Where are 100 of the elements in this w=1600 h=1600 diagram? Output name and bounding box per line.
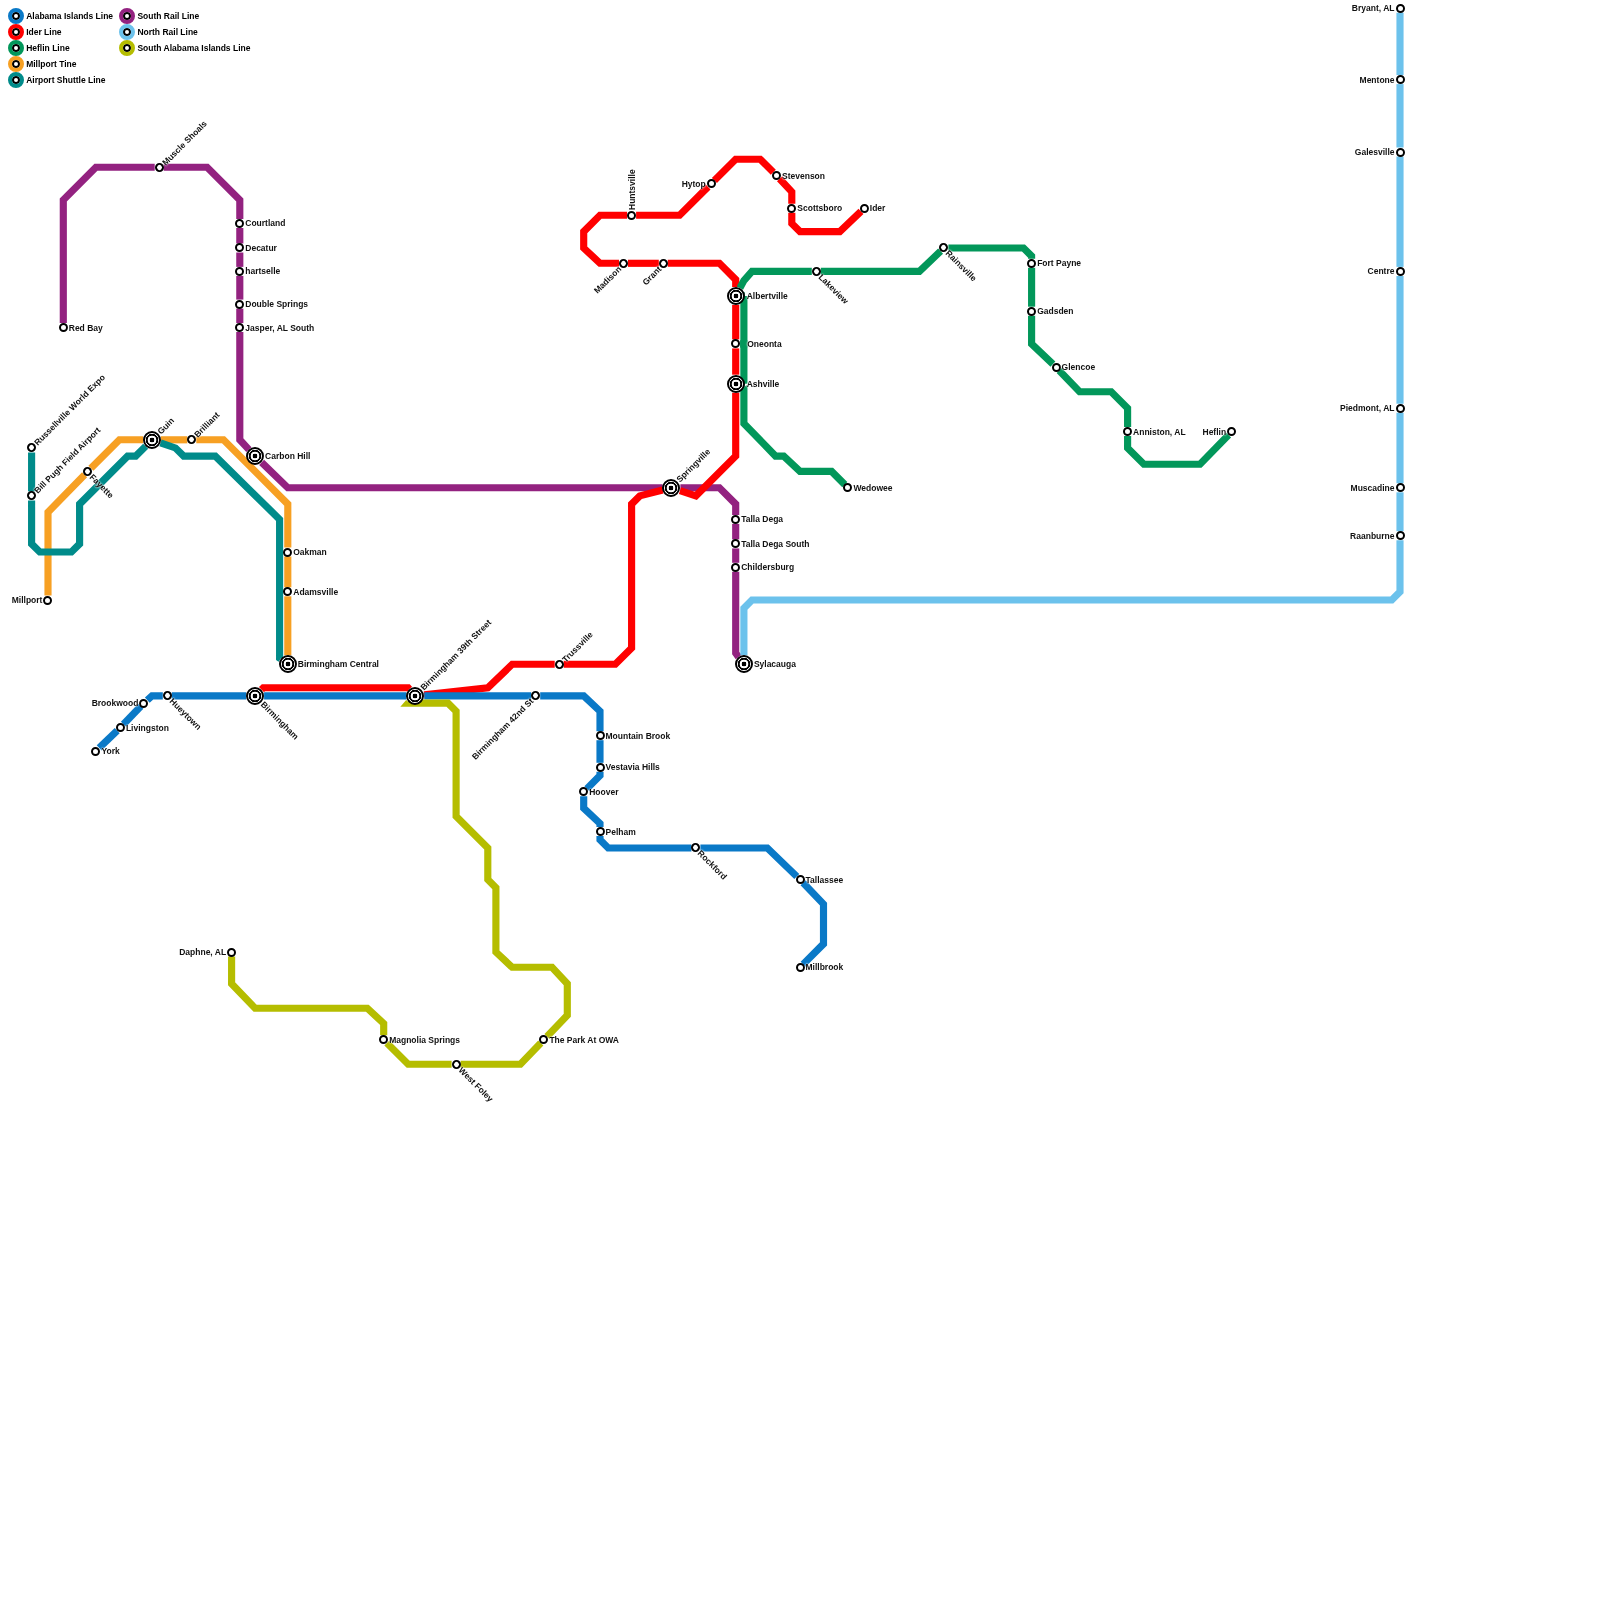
rail-line [1124,432,1232,468]
rail-line [59,163,155,324]
rail-line [196,436,292,548]
station-name: Hoover [589,787,619,797]
rail-line [236,252,244,267]
station-name: Mentone [1359,75,1395,84]
legend-label: Heflin Line [26,43,70,54]
rail-line [678,392,740,500]
station-name: Mountain Brook [605,731,671,740]
rail-line [732,548,740,563]
station-name: Courtland [245,219,286,228]
station-name: Vestavia Hills [605,763,660,772]
station-name: Red Bay [68,323,103,332]
rail-line [28,443,149,556]
station-name: Childersburg [741,563,795,572]
rail-line [171,692,247,700]
rail-line [236,332,252,453]
station-name: Livingston [125,723,169,732]
station-name: Gadsden [1037,306,1074,316]
station-name: Muscadine [1350,483,1395,492]
rail-line [28,452,36,492]
station-name: Decatur [245,243,277,253]
legend-label: North Rail Line [137,27,198,38]
rail-line [159,439,284,662]
rail-line [736,267,812,290]
rail-line [259,459,663,492]
station-name: Millport [11,595,43,605]
station-name: hartselle [245,267,281,276]
rail-line [284,596,292,656]
rail-line [680,484,740,515]
station-name: Anniston, AL [1133,427,1186,436]
rail-line [740,540,1404,656]
legend-label: Airport Shuttle Line [26,75,106,86]
station-name: Fort Payne [1037,259,1082,268]
station-name: Millbrook [805,963,844,972]
station-name: Pelham [605,827,636,836]
rail-line [732,348,740,375]
station-name: Ider [869,203,886,213]
station-name: Piedmont, AL [1340,403,1395,413]
station-name: Ashville [746,379,780,388]
station-name: The Park At OWA [549,1035,619,1045]
rail-line [732,571,742,660]
station-name: Magnolia Springs [389,1035,460,1045]
station-name: Wedowee [853,483,893,492]
rail-line [711,155,776,184]
legend-label: Ider Line [26,27,62,38]
rail-line [264,692,407,700]
rail-line [88,436,143,471]
station-name: Huntsville [627,169,636,210]
legend-label: Alabama Islands Line [26,11,114,22]
station-name: Adamsville [293,587,339,597]
rail-line [596,836,692,852]
rail-line [144,692,163,703]
rail-line [1056,368,1132,428]
rail-line [228,956,388,1036]
rail-line [1396,275,1404,404]
rail-line [384,1040,452,1068]
rail-line [1396,492,1404,532]
legend-label: Millport Tine [26,59,77,70]
station-name: Heflin [1202,427,1227,436]
rail-line [580,796,604,828]
station-name: Daphne, AL [179,947,227,957]
rail-line [284,556,292,588]
rail-line [788,208,864,236]
station-name: Jasper, AL South [245,323,315,332]
station-name: Glencoe [1061,363,1096,372]
rail-line [540,692,604,732]
station-name: Scottsboro [797,203,843,213]
rail-line [161,436,188,444]
rail-line [777,176,796,204]
station-name: Bryant, AL [1351,3,1395,13]
station-name: Oakman [293,547,327,557]
rail-line [732,523,740,540]
rail-line [163,163,244,219]
rail-line [1396,156,1404,267]
rail-line [1396,84,1404,148]
rail-line [628,259,659,267]
station-name: Birmingham Central [297,660,379,669]
station-name: Hytop [681,179,706,188]
rail-line [424,692,532,700]
station-name: Talla Dega [741,515,784,524]
station-name: Galesville [1354,147,1395,157]
station-name: Tallassee [805,875,844,884]
legend-label: South Rail Line [137,11,200,22]
station-name: Stevenson [782,171,825,180]
rail-line [1028,267,1036,307]
station-name: Double Springs [245,299,309,309]
rail-line [460,1040,544,1068]
rail-line [259,684,412,693]
rail-line [236,228,244,244]
rail-line [732,304,740,340]
station-name: Talla Dega South [741,539,810,549]
station-name: Brookwood [91,698,139,708]
station-name: Centre [1367,267,1395,276]
rail-line [820,248,944,275]
rail-line [636,184,711,219]
rail-line [236,308,244,324]
legend-label: South Alabama Islands Line [137,43,251,54]
rail-line [563,486,664,668]
station-name: York [101,746,120,756]
